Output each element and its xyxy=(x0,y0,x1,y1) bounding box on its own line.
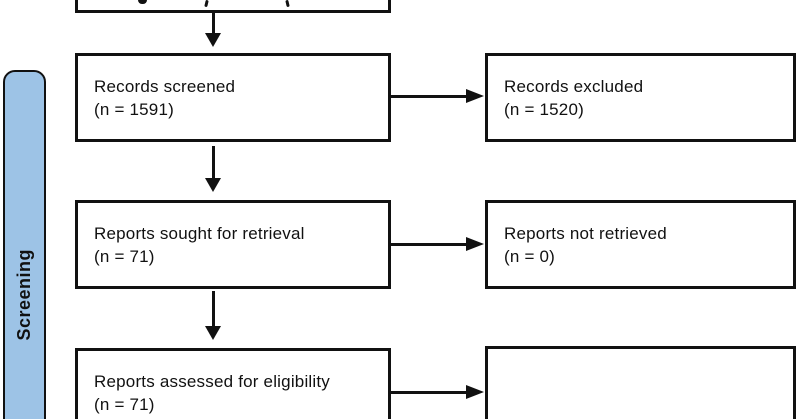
flow-box-records-excluded: Records excluded (n = 1520) xyxy=(485,53,796,142)
flow-box-reports-not-retrieved: Reports not retrieved (n = 0) xyxy=(485,200,796,289)
box-title: Records excluded xyxy=(504,76,644,96)
box-count: (n = 1520) xyxy=(504,99,584,119)
flow-box-records-screened: Records screened (n = 1591) xyxy=(75,53,391,142)
box-title: Records screened xyxy=(94,76,236,96)
flow-box-reports-assessed: Reports assessed for eligibility (n = 71… xyxy=(75,348,391,419)
arrow-line-top-to-screened xyxy=(212,12,215,34)
stage-band-label: Screening xyxy=(14,249,34,341)
arrow-line-screened-to-excluded xyxy=(391,95,467,98)
arrow-line-screened-to-sought xyxy=(212,146,215,179)
arrowhead-down-icon xyxy=(205,178,221,192)
arrow-line-sought-to-not-retrieved xyxy=(391,243,467,246)
box-count: (n = 1591) xyxy=(94,99,174,119)
box-title: Reports not retrieved xyxy=(504,223,667,243)
flow-box-bottom-right-empty xyxy=(485,346,796,419)
arrowhead-right-icon xyxy=(466,237,484,251)
arrowhead-right-icon xyxy=(466,385,484,399)
arrow-line-assessed-to-bottom-right xyxy=(391,391,467,394)
box-title: Reports assessed for eligibility xyxy=(94,371,330,391)
arrowhead-down-icon xyxy=(205,326,221,340)
box-title: Reports sought for retrieval xyxy=(94,223,305,243)
flow-box-clipped-top xyxy=(75,0,391,13)
flow-box-reports-sought: Reports sought for retrieval (n = 71) xyxy=(75,200,391,289)
box-count: (n = 71) xyxy=(94,394,155,414)
arrowhead-right-icon xyxy=(466,89,484,103)
stage-band-screening: Screening xyxy=(3,70,46,419)
box-count: (n = 71) xyxy=(94,246,155,266)
arrow-line-sought-to-assessed xyxy=(212,291,215,327)
arrowhead-down-icon xyxy=(205,33,221,47)
box-count: (n = 0) xyxy=(504,246,556,266)
clipped-glyph-descender xyxy=(138,0,147,4)
